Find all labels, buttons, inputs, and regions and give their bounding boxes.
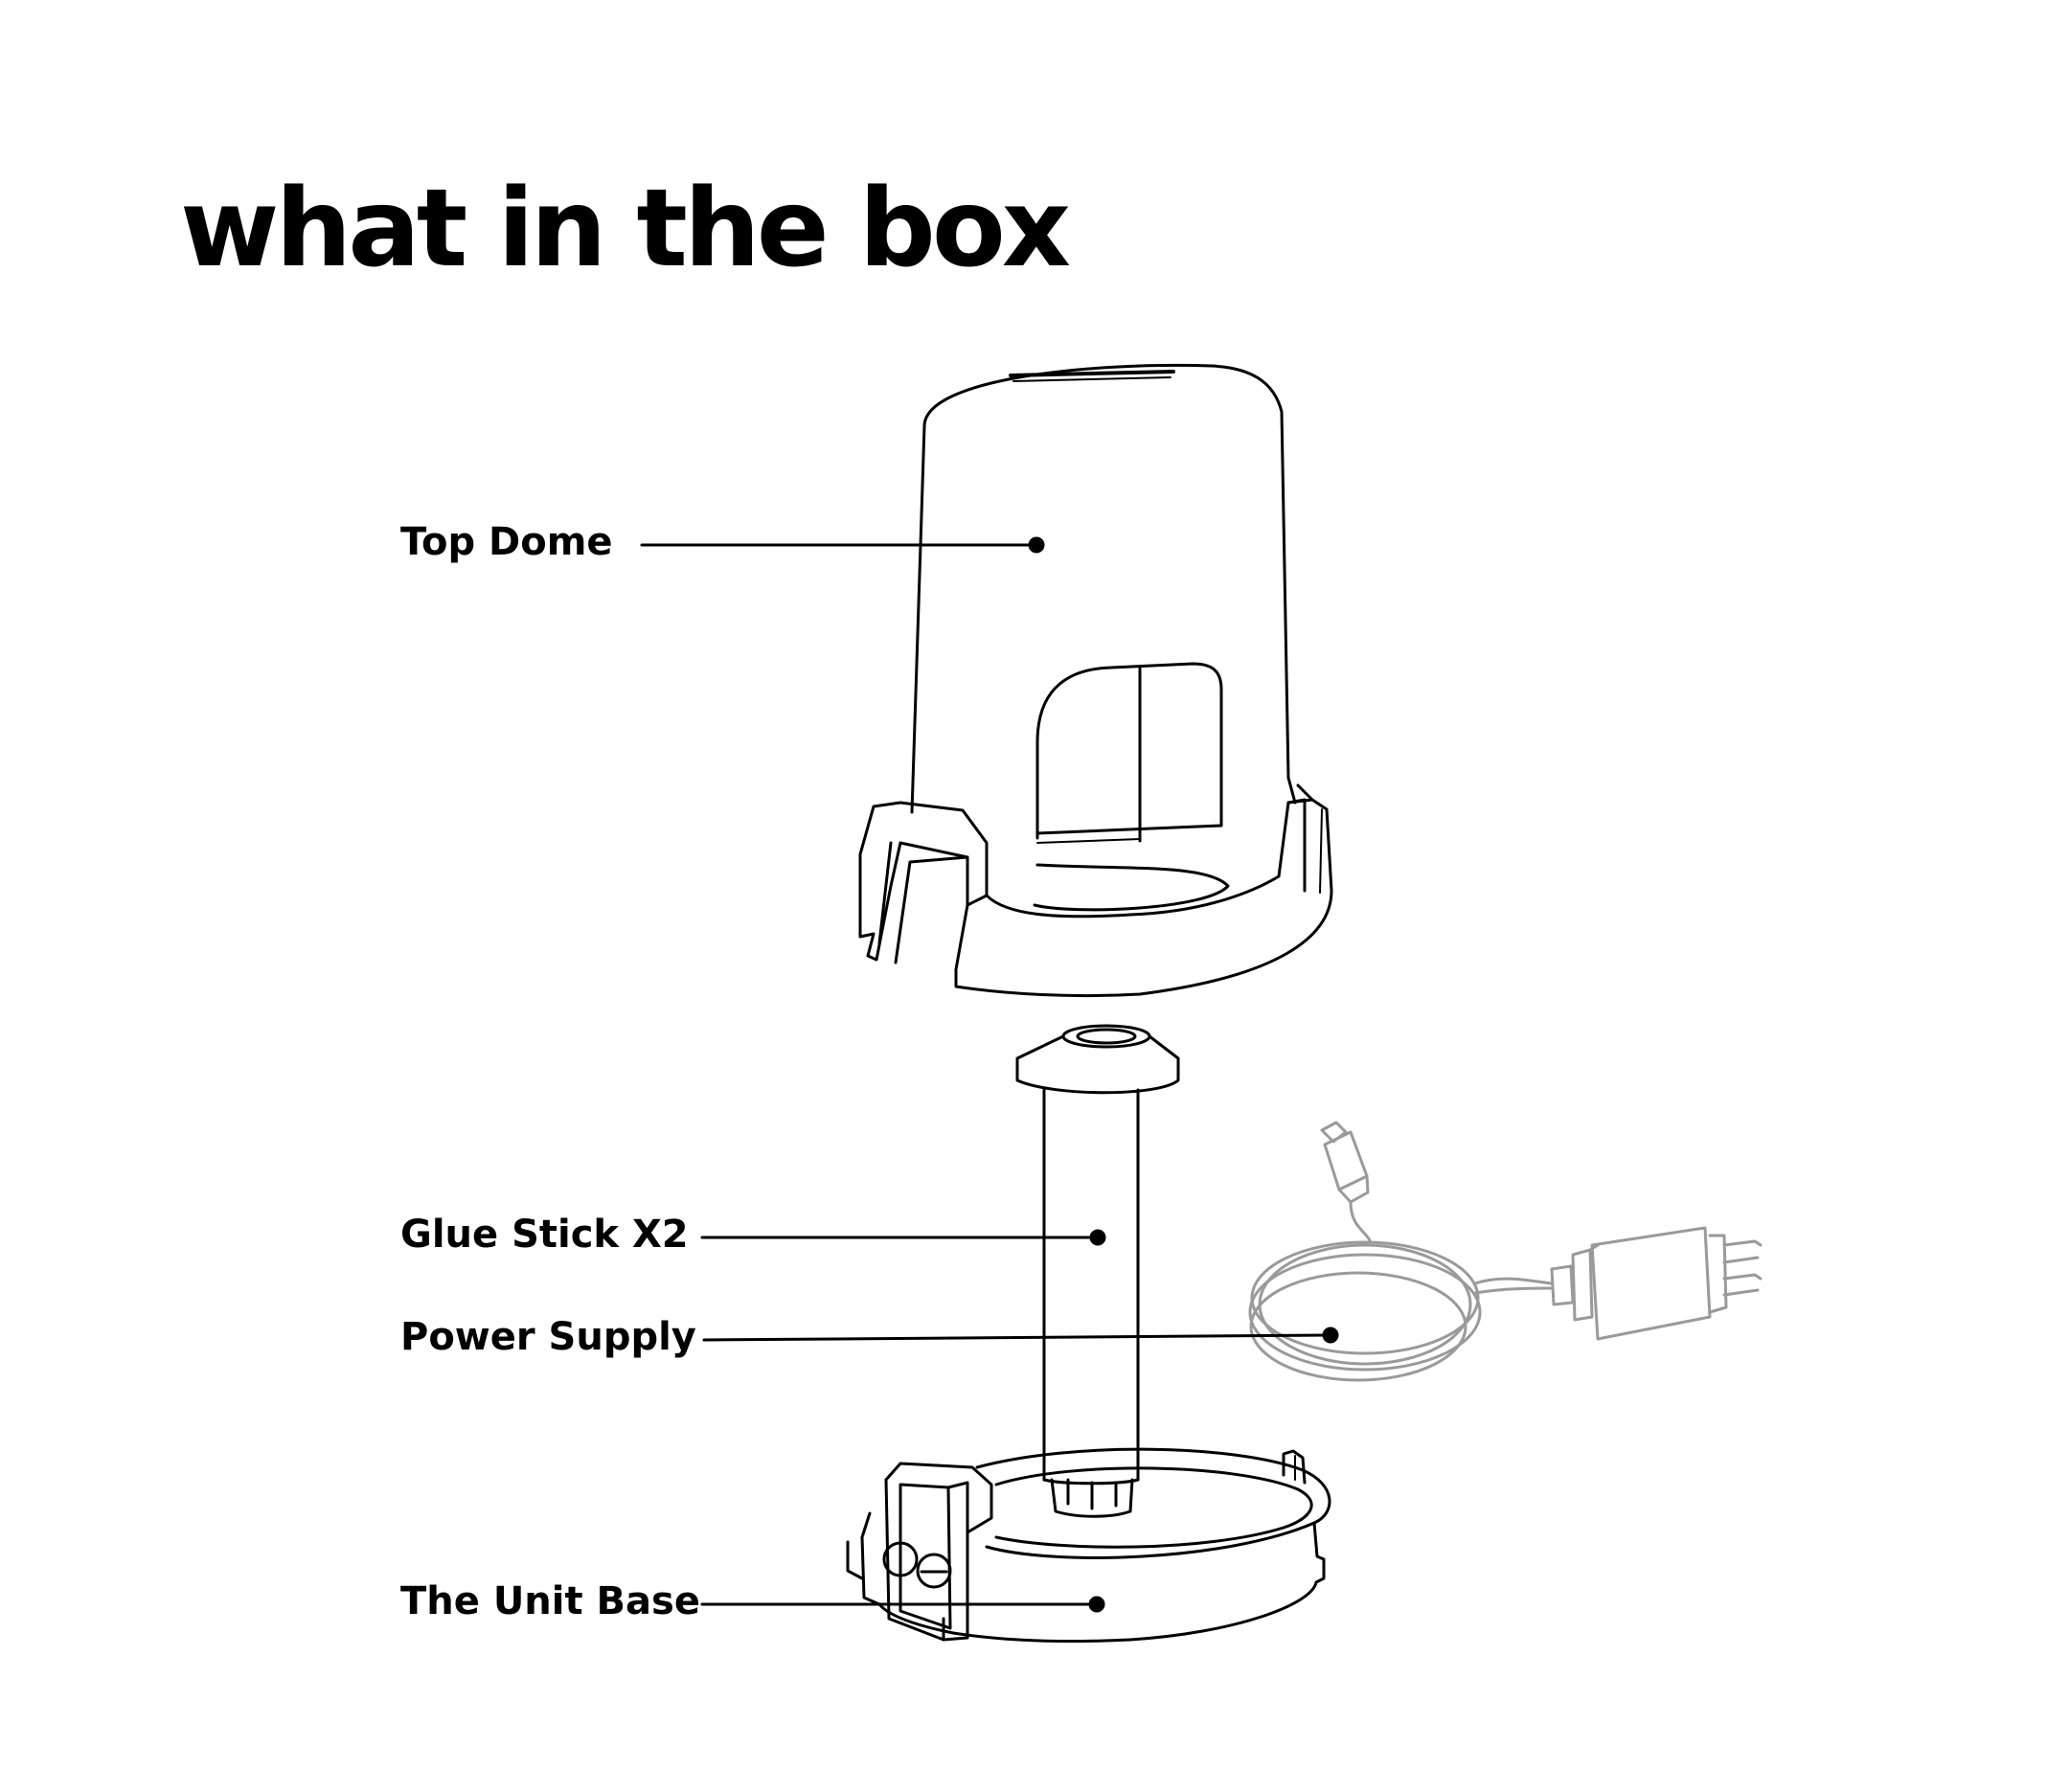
power-supply-dot <box>1322 1327 1339 1344</box>
label-top-dome: Top Dome <box>400 520 613 564</box>
glue-stick-dot <box>1089 1229 1106 1246</box>
callout-leaders <box>640 536 1339 1613</box>
power-supply-leader <box>702 1333 1332 1342</box>
glue-stick-illustration <box>1015 1024 1180 1518</box>
page-title: what in the box <box>180 167 1071 291</box>
top-dome-dot <box>1028 536 1045 554</box>
top-dome-illustration <box>858 363 1333 998</box>
power-supply-illustration <box>1248 1121 1763 1382</box>
label-power-supply: Power Supply <box>400 1315 696 1359</box>
unit-base-illustration <box>846 1447 1331 1644</box>
label-unit-base: The Unit Base <box>400 1579 700 1623</box>
label-glue-stick: Glue Stick X2 <box>400 1213 689 1257</box>
unit-base-dot <box>1088 1596 1105 1613</box>
